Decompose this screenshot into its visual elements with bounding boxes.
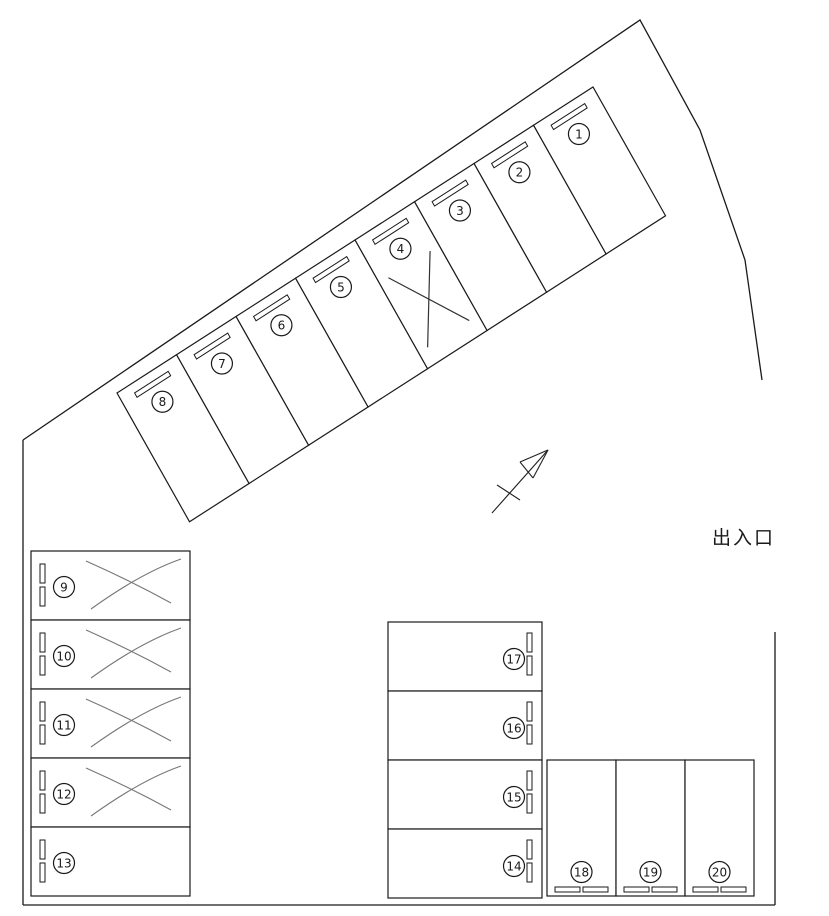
wheel-stopper — [526, 862, 533, 883]
wheel-stopper — [252, 294, 291, 322]
stall-number: 14 — [506, 860, 521, 874]
left-parking-column: 9 10 11 12 13 — [30, 550, 191, 897]
unavailable-x-mark — [90, 696, 182, 748]
center-parking-column: 17 16 15 14 — [387, 621, 543, 899]
stall-number: 5 — [337, 280, 345, 294]
wheel-stopper — [651, 886, 678, 893]
wheel-stopper — [526, 632, 533, 653]
wheel-stopper — [550, 102, 588, 131]
diagonal-parking-row: 1 2 3 4 5 6 7 8 — [116, 86, 667, 523]
wheel-stopper — [554, 886, 581, 893]
north-arrow-icon — [491, 449, 549, 514]
wheel-stopper — [623, 886, 650, 893]
parking-stall-11: 11 — [30, 688, 191, 759]
unavailable-x-mark — [85, 767, 172, 811]
stall-number: 11 — [56, 719, 71, 733]
wheel-stopper — [720, 886, 747, 893]
wheel-stopper — [312, 255, 350, 284]
stall-number: 15 — [506, 791, 521, 805]
wheel-stopper — [39, 632, 46, 653]
entrance-label: 出入口 — [712, 527, 775, 549]
parking-stall-18: 18 — [546, 759, 617, 897]
wheel-stopper — [39, 724, 46, 745]
unavailable-x-mark — [85, 629, 172, 673]
wheel-stopper — [490, 141, 529, 169]
wheel-stopper — [526, 770, 533, 791]
wheel-stopper — [39, 563, 46, 584]
parking-stall-8: 8 — [116, 353, 250, 523]
bottom-parking-row: 18 19 20 — [546, 759, 755, 897]
stall-number: 3 — [456, 204, 464, 218]
parking-stall-19: 19 — [615, 759, 686, 897]
stall-number: 9 — [60, 581, 68, 595]
stall-number: 7 — [218, 357, 226, 371]
wheel-stopper — [526, 793, 533, 814]
wheel-stopper — [582, 886, 609, 893]
wheel-stopper — [39, 586, 46, 607]
parking-stall-14: 14 — [387, 828, 543, 899]
parking-stall-16: 16 — [387, 690, 543, 761]
unavailable-x-mark — [90, 558, 182, 610]
parking-stall-5: 5 — [294, 239, 429, 408]
parking-stall-6: 6 — [235, 277, 369, 447]
parking-stall-9: 9 — [30, 550, 191, 621]
wheel-stopper — [39, 770, 46, 791]
stall-number: 19 — [643, 866, 658, 880]
stall-number: 6 — [278, 319, 286, 333]
unavailable-x-mark — [427, 250, 431, 348]
wheel-stopper — [431, 179, 469, 207]
wheel-stopper — [526, 655, 533, 676]
parking-stall-15: 15 — [387, 759, 543, 830]
unavailable-x-mark — [85, 698, 172, 742]
parking-stall-17: 17 — [387, 621, 543, 692]
wheel-stopper — [133, 370, 172, 399]
parking-stall-10: 10 — [30, 619, 191, 690]
unavailable-x-mark — [85, 560, 172, 604]
wheel-stopper — [39, 655, 46, 676]
stall-number: 20 — [712, 866, 727, 880]
wheel-stopper — [39, 862, 46, 883]
stall-number: 12 — [56, 788, 71, 802]
stall-number: 13 — [56, 857, 71, 871]
wheel-stopper — [39, 839, 46, 860]
wheel-stopper — [371, 217, 410, 246]
parking-stall-12: 12 — [30, 757, 191, 828]
parking-stall-20: 20 — [684, 759, 755, 897]
parking-stall-7: 7 — [175, 315, 310, 485]
wheel-stopper — [39, 701, 46, 722]
parking-stall-13: 13 — [30, 826, 191, 897]
wheel-stopper — [526, 701, 533, 722]
stall-number: 10 — [56, 650, 71, 664]
wheel-stopper — [193, 332, 231, 360]
stall-number: 8 — [159, 395, 167, 409]
unavailable-x-mark — [90, 765, 182, 817]
wheel-stopper — [526, 724, 533, 745]
wheel-stopper — [39, 793, 46, 814]
site-boundary — [22, 19, 776, 906]
unavailable-x-mark — [90, 627, 182, 679]
parking-stall-2: 2 — [473, 124, 607, 294]
wheel-stopper — [692, 886, 719, 893]
stall-number: 16 — [506, 722, 521, 736]
stall-number: 1 — [575, 127, 583, 141]
stall-number: 4 — [397, 242, 405, 256]
parking-stall-1: 1 — [532, 86, 667, 255]
wheel-stopper — [526, 839, 533, 860]
stall-number: 2 — [516, 166, 524, 180]
stall-number: 18 — [574, 866, 589, 880]
stall-number: 17 — [506, 653, 521, 667]
